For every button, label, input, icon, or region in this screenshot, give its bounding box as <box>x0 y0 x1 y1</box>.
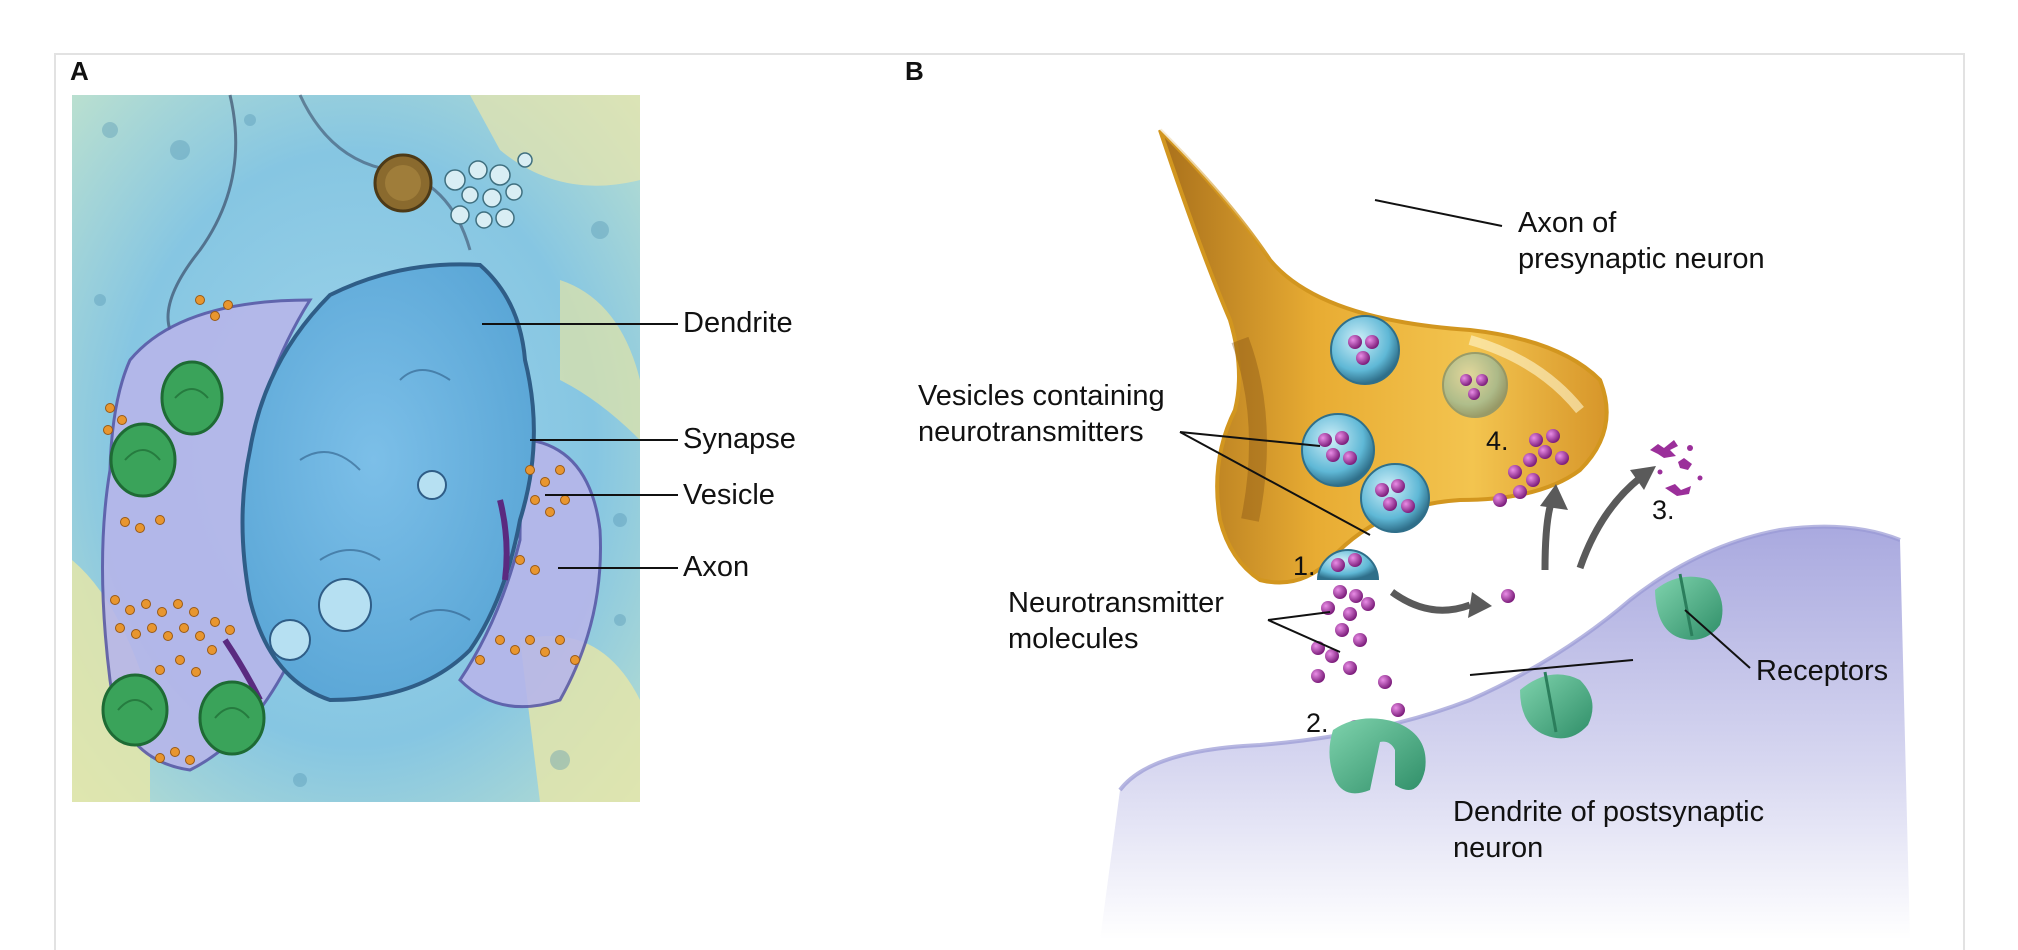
receptor <box>1329 718 1426 794</box>
flow-arrows <box>1389 466 1656 618</box>
receptors <box>1329 573 1723 794</box>
label-dendrite-postsynaptic-line1: Dendrite of postsynaptic <box>1453 796 1765 828</box>
panel-a-leader-lines <box>482 323 678 569</box>
step-3: 3. <box>1652 495 1675 525</box>
step-2: 2. <box>1306 708 1329 738</box>
label-neurotransmitter-line2: molecules <box>1008 623 1139 655</box>
label-vesicles-line2: neurotransmitters <box>918 416 1144 448</box>
panel-b-letter: B <box>905 56 924 86</box>
step-1: 1. <box>1293 551 1316 581</box>
label-neurotransmitter-line1: Neurotransmitter <box>1008 587 1224 619</box>
label-vesicle: Vesicle <box>683 479 775 511</box>
label-axon: Axon <box>683 551 750 583</box>
label-synapse: Synapse <box>683 423 796 455</box>
label-axon-presynaptic-line1: Axon of <box>1518 207 1617 239</box>
label-axon-presynaptic-line2: presynaptic neuron <box>1518 243 1765 275</box>
receptor <box>1520 671 1593 739</box>
panel-a-letter: A <box>70 56 89 86</box>
panel-b-leader-lines <box>1179 199 1751 676</box>
label-dendrite: Dendrite <box>683 307 793 339</box>
step-4: 4. <box>1486 426 1509 456</box>
label-receptors: Receptors <box>1756 655 1889 687</box>
label-vesicles-line1: Vesicles containing <box>918 380 1165 412</box>
label-dendrite-postsynaptic-line2: neuron <box>1453 832 1544 864</box>
micrograph <box>72 94 640 802</box>
receptor <box>1655 573 1723 640</box>
degraded-molecules <box>1650 440 1703 496</box>
vesicles <box>1301 315 1508 581</box>
